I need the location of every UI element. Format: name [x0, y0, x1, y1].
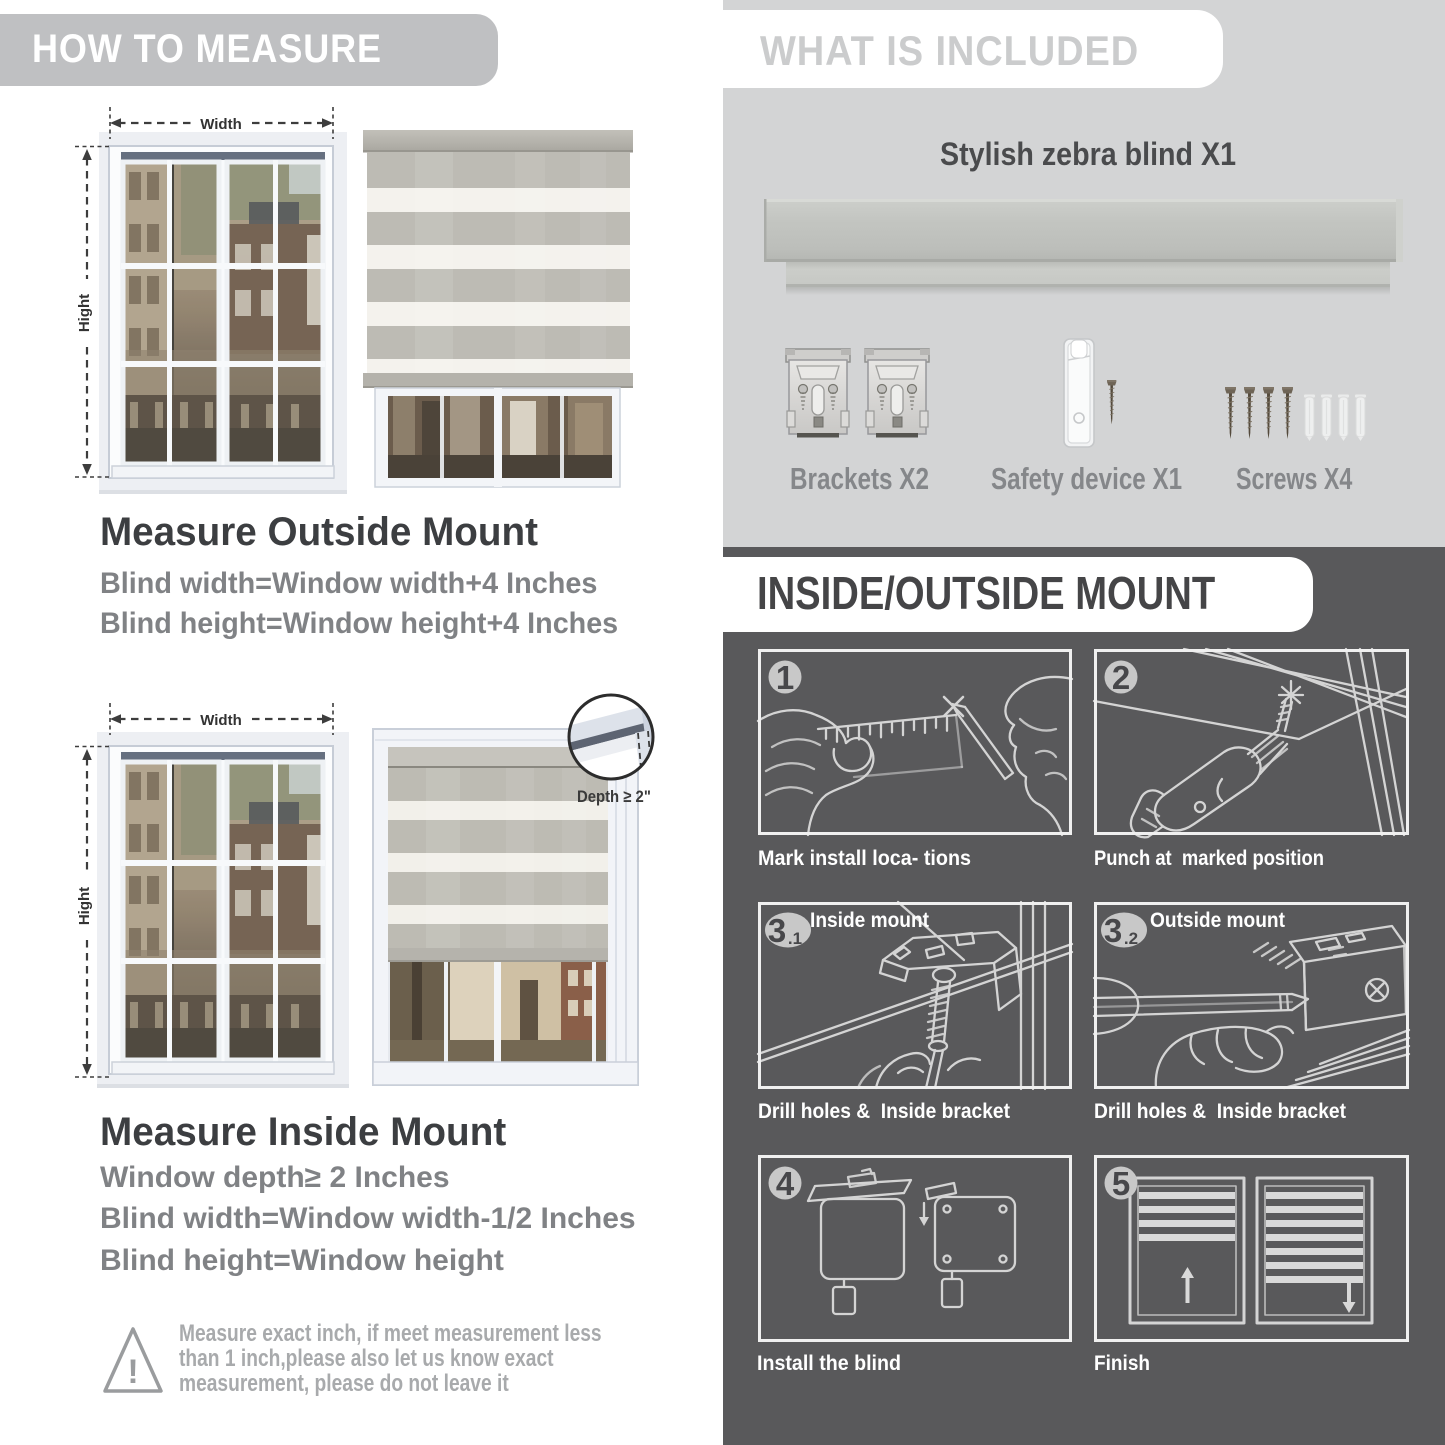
- svg-text:1: 1: [776, 659, 794, 696]
- svg-text:3: 3: [768, 912, 786, 949]
- svg-text:2: 2: [1112, 659, 1130, 696]
- svg-text:.1: .1: [788, 929, 802, 948]
- svg-text:.2: .2: [1124, 929, 1138, 948]
- svg-text:5: 5: [1112, 1165, 1130, 1202]
- svg-text:Hight: Hight: [76, 887, 93, 925]
- svg-text:Width: Width: [200, 116, 242, 133]
- svg-text:!: !: [127, 1353, 138, 1391]
- svg-text:3: 3: [1104, 912, 1122, 949]
- svg-text:Width: Width: [200, 712, 242, 729]
- svg-text:Depth ≥ 2": Depth ≥ 2": [577, 788, 651, 806]
- svg-text:Hight: Hight: [76, 294, 93, 332]
- svg-text:4: 4: [776, 1165, 795, 1202]
